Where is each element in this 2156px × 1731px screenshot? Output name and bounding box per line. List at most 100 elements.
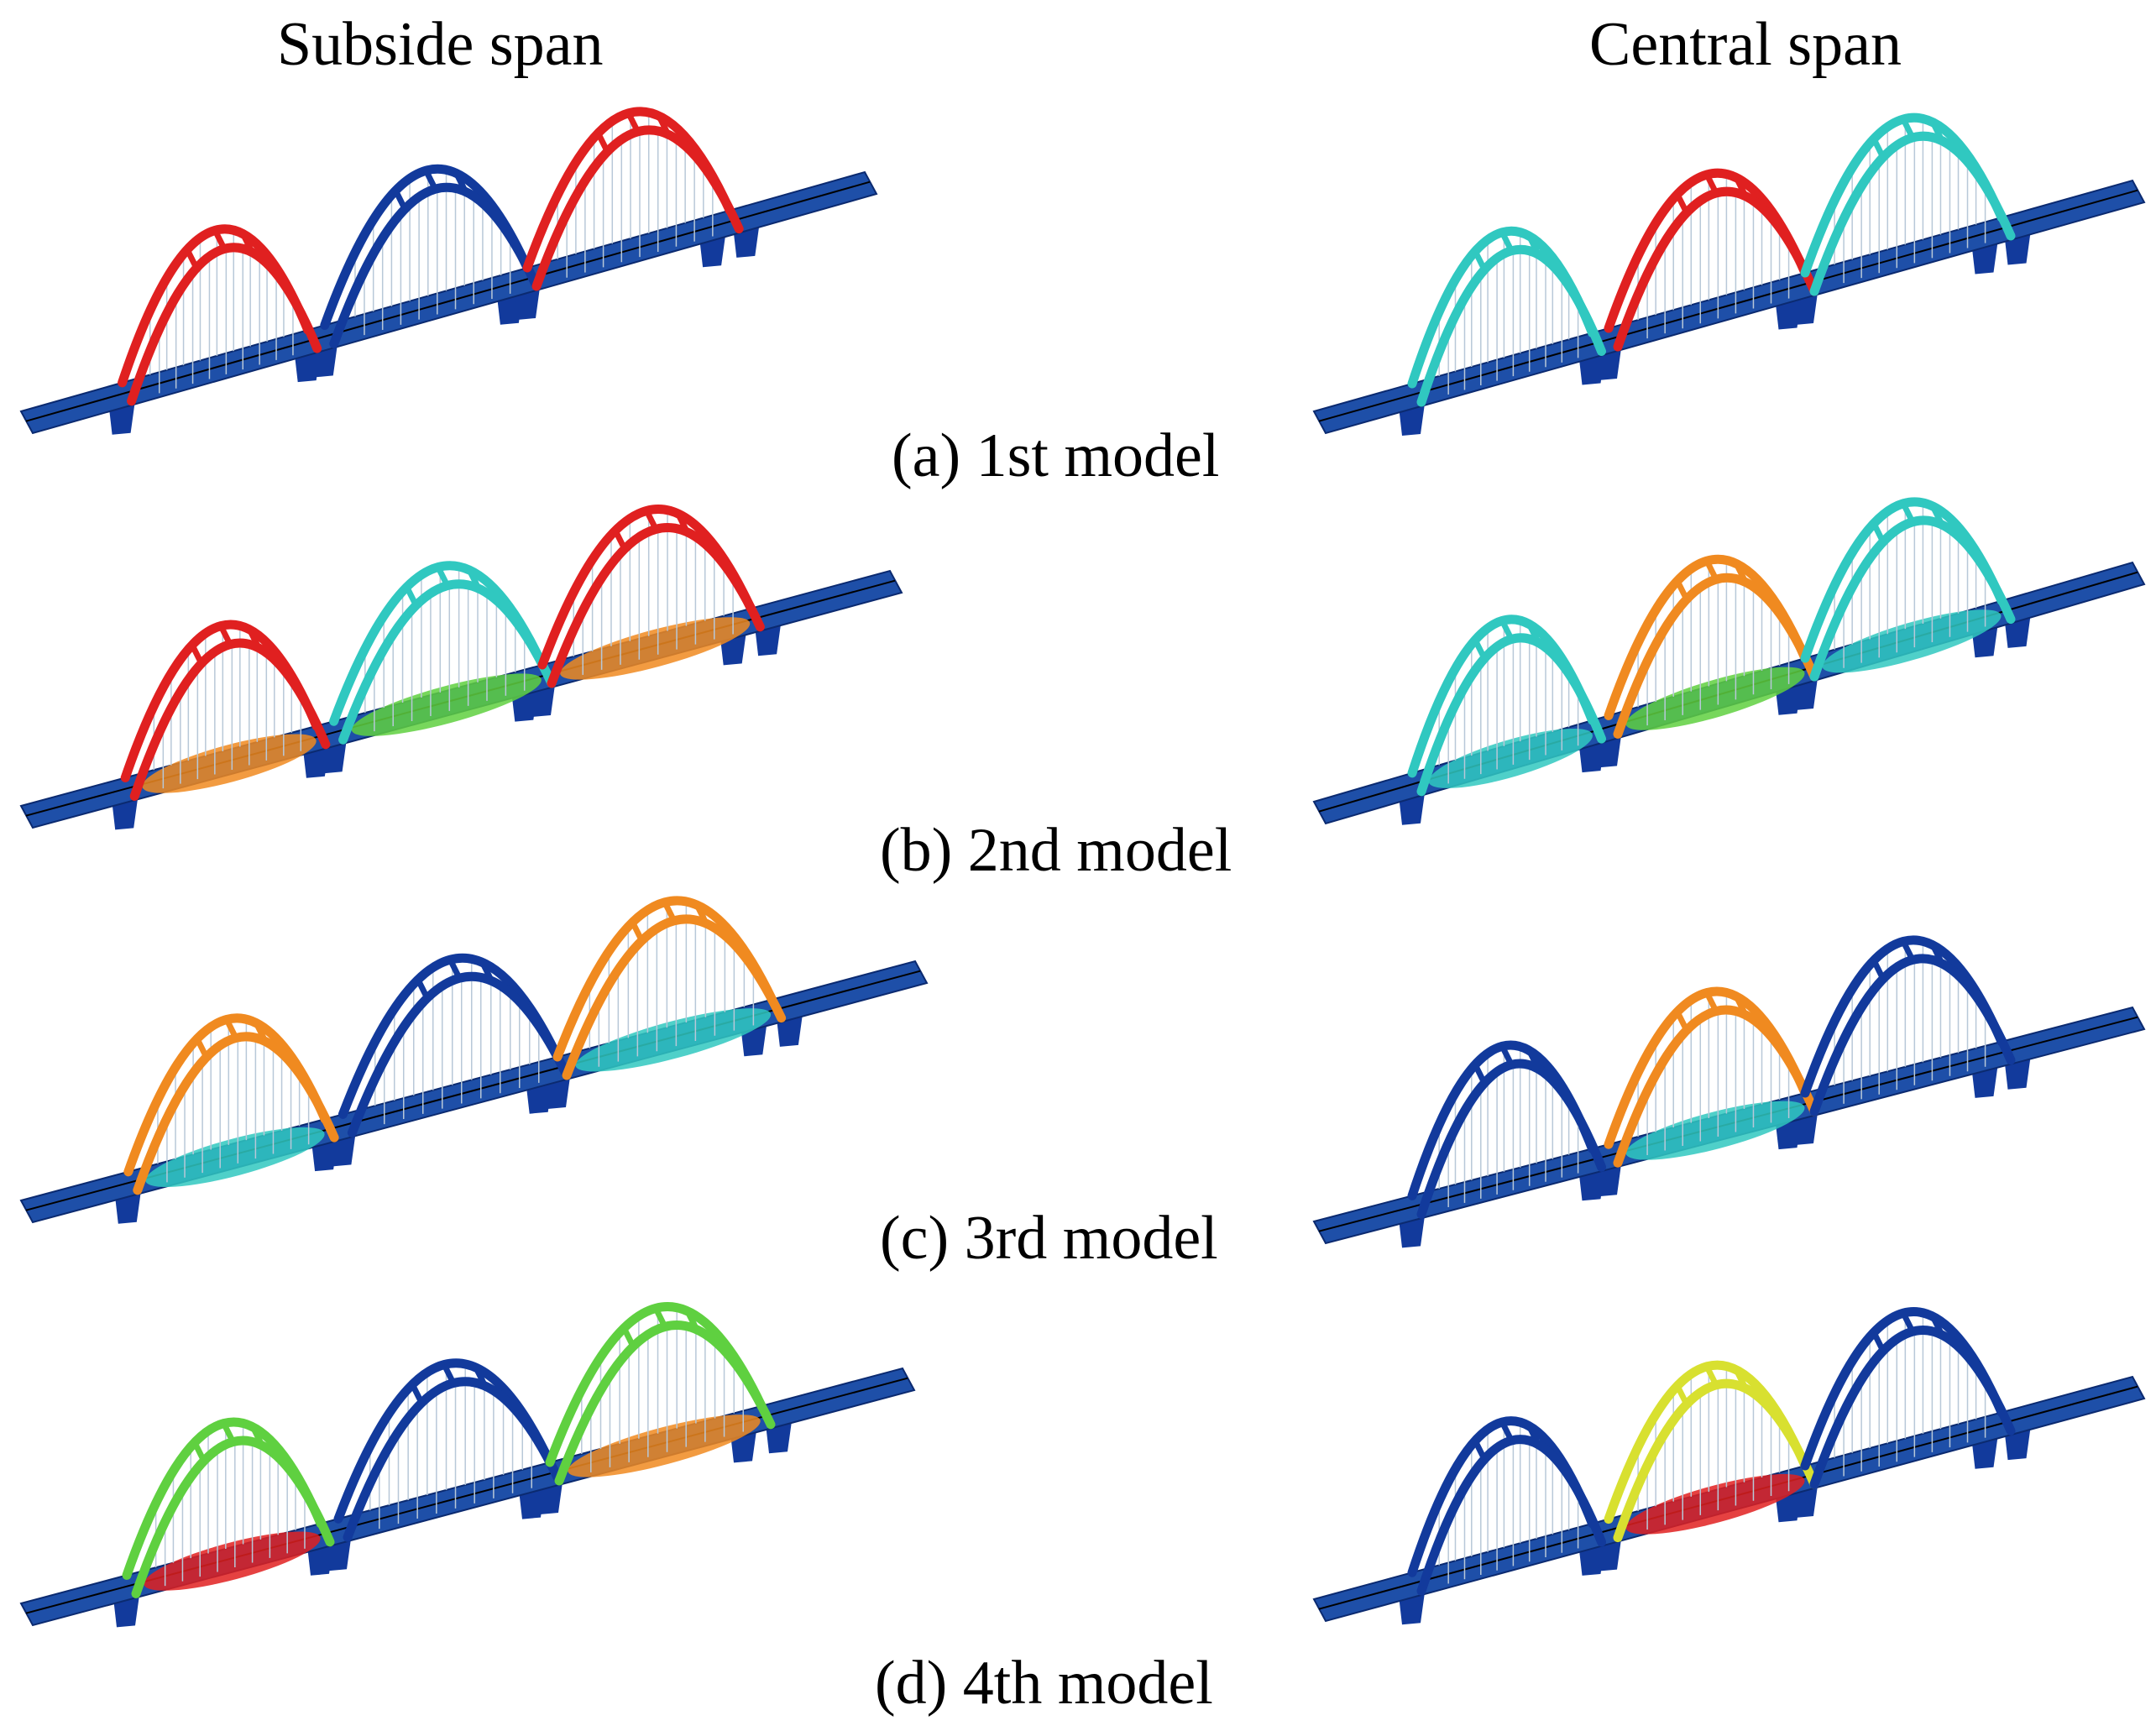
arch-rib [1809,515,2016,682]
arch-brace [1499,1044,1515,1066]
deck-deformation-zone [351,673,542,736]
arch-brace [410,1383,425,1404]
caption-2nd-model: (b) 2nd model [880,816,1232,885]
bridge-panel [1312,1307,2146,1625]
arch-brace [1472,1439,1488,1461]
arch-rib [343,1377,564,1542]
arch-rib [554,1320,776,1486]
arch-brace [479,960,495,983]
arch-brace [1526,622,1541,645]
deck-slab [19,170,878,435]
arch-rib [1613,1378,1819,1543]
arch-rib [133,1032,339,1195]
arch-brace [250,1425,265,1447]
caption-4th-model: (d) 4th model [875,1649,1213,1718]
arch-brace [1929,505,1945,526]
arch-brace [1499,1420,1515,1442]
deck-deformation-zone [1625,1101,1805,1160]
arch-brace [1499,619,1515,641]
arch-rib [1809,954,2016,1117]
arch-brace [1929,1315,1945,1336]
arch-rib [1416,244,1606,407]
deck-centerline [25,180,871,422]
arch-brace [404,585,419,607]
arch-brace [189,643,205,665]
arch-brace [1871,521,1886,544]
arch-brace [217,625,233,646]
arch-brace [453,171,468,194]
arch-brace [1900,502,1916,524]
arch-rib [329,182,542,348]
arch-brace [1871,137,1886,159]
arch-brace [644,509,659,531]
arch-rib [1613,573,1819,739]
arch-rib [1613,186,1819,352]
arch-brace [1703,559,1719,581]
arch-brace [612,529,628,551]
arch-brace [1526,234,1541,256]
arch-brace [1703,991,1719,1013]
bridge-panel [1312,112,2146,436]
caption-3rd-model: (c) 3rd model [880,1204,1218,1273]
arch-brace [253,1021,269,1043]
arch-brace [247,628,262,650]
arch-brace [1929,944,1945,965]
arch-brace [223,1017,239,1040]
arch-brace [191,1441,207,1462]
arch-rib [131,1436,335,1598]
arch-brace [447,958,463,980]
arch-rib [347,971,572,1137]
arch-brace [652,1306,668,1328]
bridge-panel [19,1302,916,1628]
arch-brace [221,1422,236,1444]
arch-brace [1733,176,1749,198]
arch-brace [656,114,671,136]
arch-brace [630,920,645,943]
arch-brace [1674,192,1690,214]
arch-rib [1809,1326,2016,1489]
deck-deformation-zone [575,1008,772,1072]
arch-brace [684,1310,699,1331]
arch-brace [621,1326,636,1348]
arch-brace [675,512,690,534]
bridge-panel [19,505,903,830]
arch-rib [1416,633,1606,797]
deck-slab [1312,179,2146,435]
arch-brace [694,903,709,925]
arch-brace [1472,1063,1488,1085]
arch-brace [1900,1311,1916,1333]
arch-brace [441,1363,457,1385]
arch-brace [1733,562,1749,584]
arch-rib [338,579,557,745]
arch-brace [1526,1049,1541,1071]
deck-deformation-zone [1822,609,2002,673]
arch-brace [212,228,228,251]
arch-brace [1871,959,1886,981]
deck-deformation-zone [568,1415,761,1477]
caption-1st-model: (a) 1st model [892,421,1220,490]
arch-brace [625,112,641,133]
arch-brace [194,1037,209,1059]
deck-deformation-zone [1625,667,1805,730]
arch-brace [393,189,408,211]
deck-deformation-zone [1625,1473,1805,1535]
arch-brace [423,169,438,191]
deck-deformation-zone [560,617,751,680]
deck-deformation-zone [145,1127,325,1188]
arch-rib [129,638,331,801]
arch-brace [1674,1010,1690,1032]
arch-brace [1499,231,1515,253]
arch-brace [1674,579,1690,601]
bridge-panel [19,896,929,1224]
deck-deformation-zone [144,1531,321,1591]
arch-brace [1472,249,1488,271]
arch-brace [1674,1384,1690,1406]
arch-rib [1809,131,2016,296]
arch-brace [1900,118,1916,139]
arch-brace [1472,638,1488,660]
arch-brace [435,566,450,588]
arch-rib [1416,1059,1606,1219]
arch-brace [240,232,255,254]
arch-rib [1416,1435,1606,1596]
